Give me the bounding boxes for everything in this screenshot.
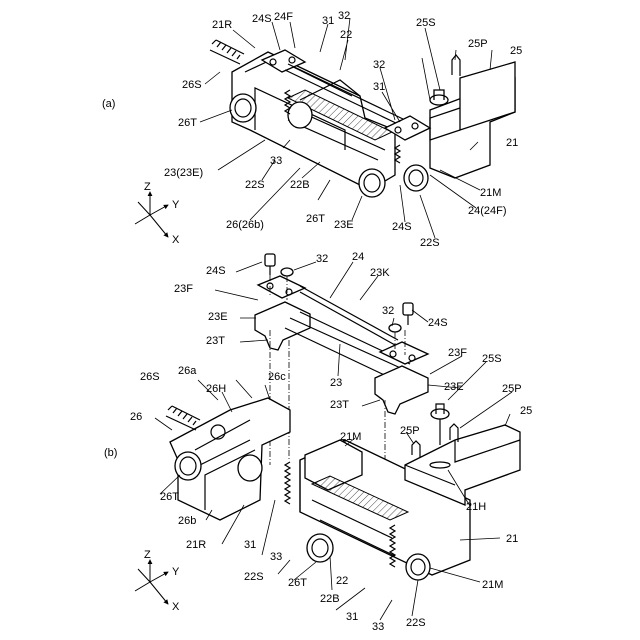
axis-triad-a: Z Y X	[135, 181, 180, 246]
bracket-23E-right-b	[375, 366, 428, 414]
callout-a-24F: 24F	[274, 11, 293, 23]
callout-a-26S: 26S	[182, 79, 202, 91]
callout-b-25S: 25S	[482, 353, 502, 365]
pin-25P-a	[452, 55, 460, 76]
spring-31-b-left	[285, 462, 290, 504]
screw-25S-b	[431, 404, 449, 445]
callout-a-24-24F: 24(24F)	[468, 205, 507, 217]
spring-26S-a	[210, 40, 244, 64]
axis-a-x: X	[172, 234, 180, 246]
callout-a-32-mid: 32	[373, 59, 385, 71]
callout-b-25: 25	[520, 405, 532, 417]
roller-22S-b-mid	[307, 534, 333, 562]
callout-a-22-top: 22	[340, 29, 352, 41]
callout-b-32-right: 32	[382, 305, 394, 317]
callout-a-26T: 26T	[178, 117, 197, 129]
screw-24S-b-left	[265, 254, 275, 275]
callout-a-31-mid: 31	[373, 81, 385, 93]
callout-a-25S: 25S	[416, 17, 436, 29]
callout-b-32-left: 32	[316, 253, 328, 265]
callout-b-21M-top: 21M	[340, 431, 361, 443]
callout-b-25P-left: 25P	[400, 425, 420, 437]
callout-a-26T-bottom: 26T	[306, 213, 325, 225]
callout-b-23T-right: 23T	[330, 399, 349, 411]
callout-a-32-top: 32	[338, 10, 350, 22]
callout-b-26T-left: 26T	[160, 491, 179, 503]
callout-b-26: 26	[130, 411, 142, 423]
callout-b-23E-left: 23E	[208, 311, 228, 323]
callout-a-25P: 25P	[468, 38, 488, 50]
axis-a-y: Y	[172, 199, 180, 211]
panel-a-label: (a)	[102, 98, 115, 110]
screw-25S-a	[430, 90, 448, 105]
screw-24S-b-right	[403, 303, 413, 325]
axis-a-z: Z	[144, 181, 151, 193]
axis-b-z: Z	[144, 549, 151, 561]
callout-b-33-bottom: 33	[372, 621, 384, 633]
callout-b-26a: 26a	[178, 365, 197, 377]
callout-b-21H: 21H	[466, 501, 486, 513]
callout-a-31-top: 31	[322, 15, 334, 27]
washer-32-b-left	[281, 268, 293, 276]
callout-b-22S-left: 22S	[244, 571, 264, 583]
callout-b-25P-top: 25P	[502, 383, 522, 395]
plate-24-b-right	[380, 342, 428, 364]
callout-b-23T-left: 23T	[206, 335, 225, 347]
callout-a-21M: 21M	[480, 187, 501, 199]
callout-a-33: 33	[270, 155, 282, 167]
callout-a-22S-right: 22S	[420, 237, 440, 249]
callout-b-26H: 26H	[206, 383, 226, 395]
callout-a-21R: 21R	[212, 19, 232, 31]
axis-b-y: Y	[172, 566, 180, 578]
callout-b-26T-bottom: 26T	[288, 577, 307, 589]
callout-b-23K: 23K	[370, 267, 390, 279]
callout-b-23E-right: 23E	[444, 381, 464, 393]
callout-b-21M-bottom: 21M	[482, 579, 503, 591]
callout-b-23F-right: 23F	[448, 347, 467, 359]
axis-triad-b: Z Y X	[135, 549, 180, 613]
panel-a: (a)	[102, 10, 522, 249]
callout-b-22B: 22B	[320, 593, 340, 605]
callout-b-31-bottom: 31	[346, 611, 358, 623]
callout-b-33-left: 33	[270, 551, 282, 563]
panel-b: (b)	[104, 251, 532, 633]
spring-31-a-right	[395, 145, 400, 163]
callout-a-23-23E: 23(23E)	[164, 167, 203, 179]
callout-b-22: 22	[336, 575, 348, 587]
callout-b-21R: 21R	[186, 539, 206, 551]
plate-24-b	[258, 276, 305, 298]
callout-a-24S-top: 24S	[252, 13, 272, 25]
callout-a-21: 21	[506, 137, 518, 149]
callout-a-26-26b: 26(26b)	[226, 219, 264, 231]
callout-b-31-left: 31	[244, 539, 256, 551]
bracket-23E-left-b	[255, 302, 310, 350]
callout-b-24S-left: 24S	[206, 265, 226, 277]
axis-b-x: X	[172, 601, 180, 613]
callout-b-21: 21	[506, 533, 518, 545]
callout-b-26b: 26b	[178, 515, 196, 527]
washer-32-b-right	[389, 324, 401, 332]
roller-22S-b-right	[406, 554, 430, 580]
callout-b-22S-right: 22S	[406, 617, 426, 629]
spring-26S-b	[166, 406, 200, 430]
callout-b-26c: 26c	[268, 371, 286, 383]
callout-a-23E: 23E	[334, 219, 354, 231]
callout-a-22B: 22B	[290, 179, 310, 191]
callout-b-24: 24	[352, 251, 364, 263]
callout-a-24S-bottom: 24S	[392, 221, 412, 233]
block-25-a	[460, 62, 515, 130]
callout-a-25: 25	[510, 45, 522, 57]
callout-b-23: 23	[330, 377, 342, 389]
callout-b-24S-right: 24S	[428, 317, 448, 329]
callout-a-22S-left: 22S	[245, 179, 265, 191]
panel-b-label: (b)	[104, 447, 117, 459]
callout-b-26S: 26S	[140, 371, 160, 383]
callout-b-23F-left: 23F	[174, 283, 193, 295]
